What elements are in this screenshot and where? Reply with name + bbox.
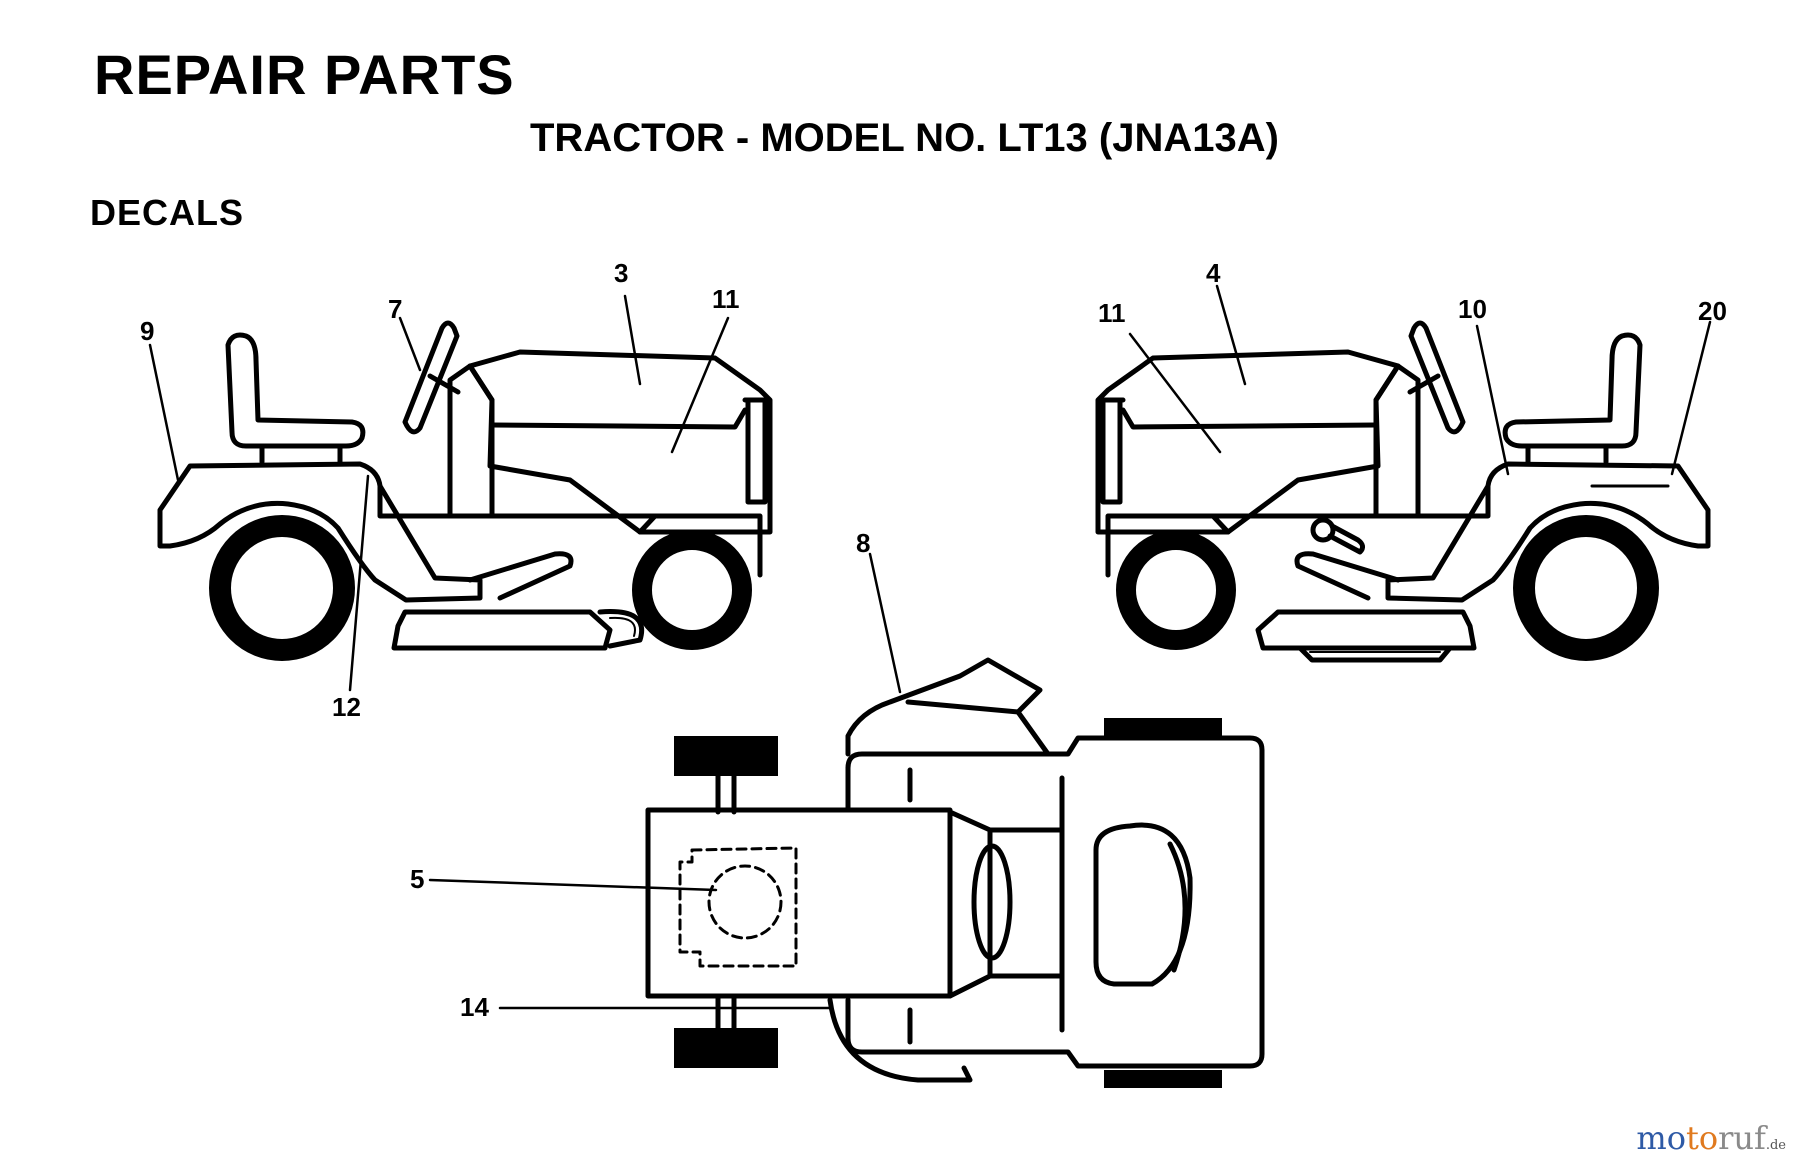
main-body-top — [845, 735, 1265, 1069]
callout-12: 12 — [332, 692, 361, 722]
steering-wheel-left — [402, 320, 460, 435]
callout-8: 8 — [856, 528, 870, 558]
page-title: REPAIR PARTS — [94, 43, 515, 106]
mower-deck-left — [391, 609, 613, 651]
callout-11-left: 11 — [712, 284, 740, 314]
front-tire-top-upper — [674, 736, 778, 776]
rear-tire-top-upper — [1104, 718, 1222, 736]
section-heading: DECALS — [90, 192, 245, 233]
tractor-right-side-view — [1095, 320, 1711, 663]
front-wheel-right — [1116, 530, 1236, 650]
callout-5: 5 — [410, 864, 424, 894]
model-subtitle: TRACTOR - MODEL NO. LT13 (JNA13A) — [530, 116, 1279, 160]
callout-10: 10 — [1458, 294, 1487, 324]
front-wheel-left — [632, 530, 752, 650]
seat-top — [1093, 822, 1193, 987]
callout-4: 4 — [1206, 258, 1221, 288]
leader-lines — [148, 284, 1712, 1010]
callout-20: 20 — [1698, 296, 1727, 326]
seat-right — [1502, 332, 1643, 449]
callout-11-right: 11 — [1098, 298, 1126, 328]
rear-wheel-right — [1513, 515, 1659, 661]
callout-14: 14 — [460, 992, 489, 1022]
seat-left — [225, 332, 366, 449]
front-tire-top-lower — [674, 1028, 778, 1068]
hood-right — [1095, 349, 1401, 535]
rear-wheel-left — [209, 515, 355, 661]
callout-7: 7 — [388, 294, 402, 324]
tractor-top-view — [645, 657, 1265, 1088]
watermark-logo: motoruf.de — [1636, 1119, 1786, 1157]
callout-9: 9 — [140, 316, 154, 346]
hood-top — [645, 807, 953, 999]
mower-deck-right — [1255, 609, 1477, 651]
steering-wheel-right — [1408, 320, 1466, 435]
hood-left — [467, 349, 773, 535]
tractor-left-side-view — [157, 320, 773, 661]
grass-chute-top — [845, 657, 1051, 757]
rear-tire-top-lower — [1104, 1070, 1222, 1088]
callout-3: 3 — [614, 258, 628, 288]
